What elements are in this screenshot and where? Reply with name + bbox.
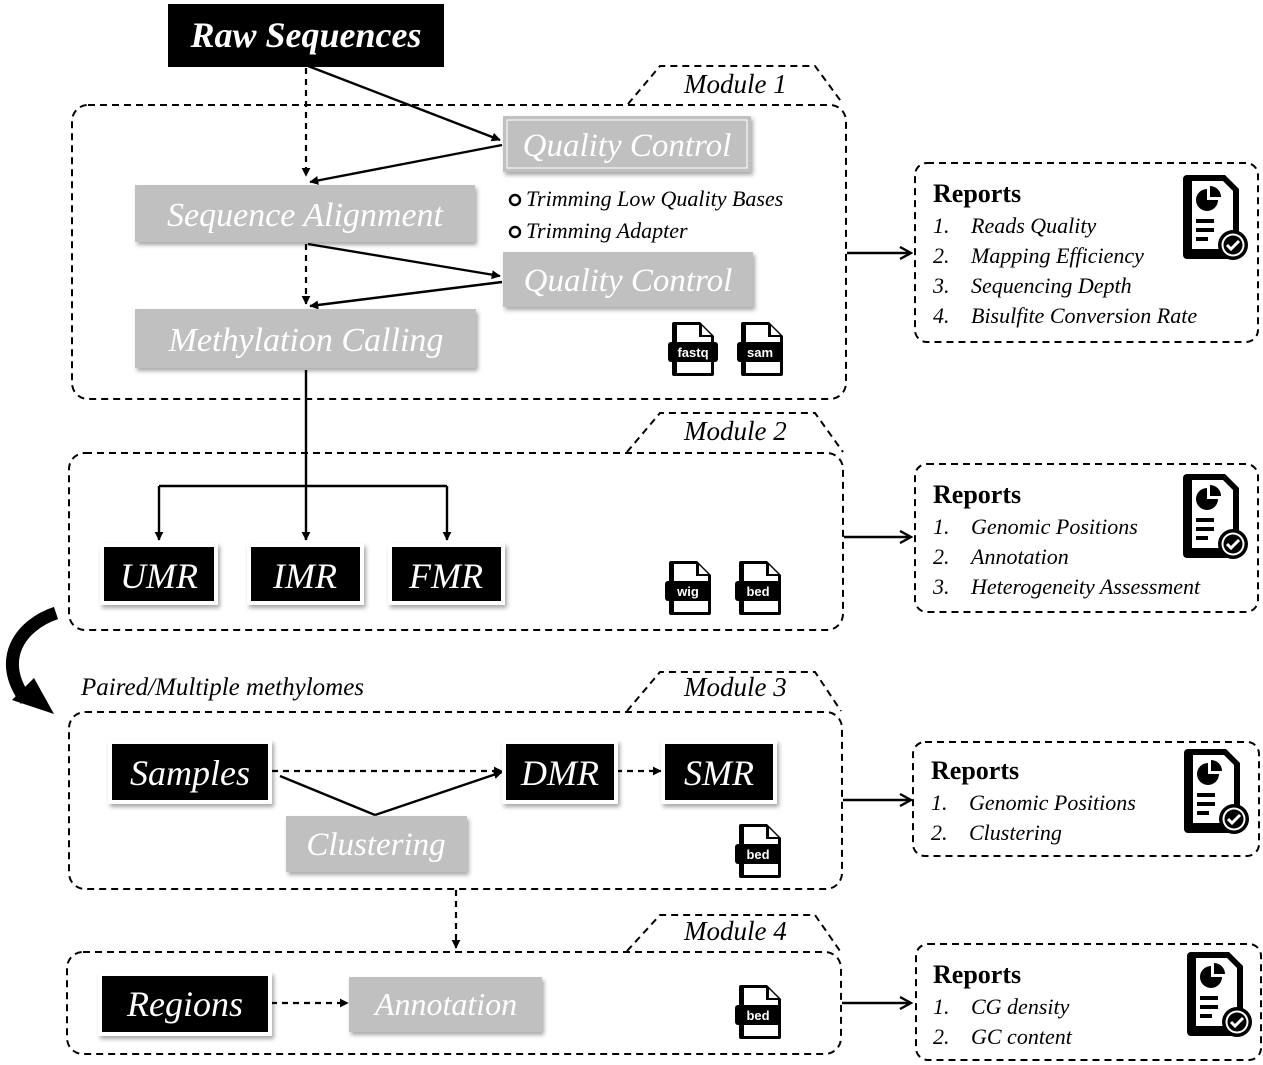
clustering-box: Clustering: [286, 816, 467, 872]
sequence-alignment-label: Sequence Alignment: [167, 197, 445, 234]
module-3-label: Module 3: [683, 672, 787, 702]
dmr-box: DMR: [502, 740, 618, 804]
report-item-text: Mapping Efficiency: [970, 243, 1144, 268]
fastq-file-label: fastq: [677, 345, 708, 360]
module-1-frame: Module 1: [71, 65, 847, 400]
circle-bullet-icon: [508, 225, 522, 239]
report-item-text: GC content: [971, 1024, 1073, 1049]
clustering-label: Clustering: [306, 827, 445, 863]
report-item-text: Genomic Positions: [969, 790, 1136, 815]
sam-file-icon: sam: [737, 322, 783, 376]
module-3-frame: Module 3: [68, 671, 843, 890]
circle-bullet-icon: [508, 193, 522, 207]
raw-sequences-label: Raw Sequences: [189, 15, 421, 55]
regions-label: Regions: [126, 984, 243, 1024]
reports-panel-1: Reports 1. Reads Quality 2. Mapping Effi…: [914, 162, 1259, 343]
report-item-text: Clustering: [969, 820, 1062, 845]
samples-box: Samples: [108, 740, 272, 804]
quality-control-box-2: Quality Control: [503, 252, 753, 307]
reports-panel-4: Reports 1. CG density 2. GC content: [915, 943, 1262, 1061]
report-item-text: Heterogeneity Assessment: [970, 574, 1201, 599]
trimming-notes: Trimming Low Quality Bases Trimming Adap…: [508, 186, 783, 243]
bed-file-label: bed: [746, 1008, 769, 1023]
report-item-text: Genomic Positions: [971, 514, 1138, 539]
module-4-label: Module 4: [683, 916, 787, 946]
reports-panel-2: Reports 1. Genomic Positions 2. Annotati…: [914, 463, 1259, 613]
bed-file-label: bed: [746, 847, 769, 862]
bed-file-icon: bed: [735, 824, 781, 878]
arrow-alignment-to-qc2: [307, 242, 501, 280]
arrow-qc2-to-calling: [309, 280, 503, 310]
quality-control-label-1: Quality Control: [523, 128, 732, 164]
report-chart-check-icon: [1182, 747, 1251, 836]
methylation-calling-label: Methylation Calling: [168, 322, 444, 359]
curved-arrow-module2-to-module3: [5, 606, 59, 714]
trimming-adapter-label: Trimming Adapter: [526, 218, 688, 243]
bed-file-icon: bed: [735, 985, 781, 1039]
report-chart-check-icon: [1181, 472, 1250, 561]
report-item-text: CG density: [971, 994, 1070, 1019]
arrow-clustering-to-dmr: [374, 770, 503, 817]
reports-panel-3: Reports 1. Genomic Positions 2. Clusteri…: [912, 741, 1260, 857]
report-item-number: 1.: [931, 790, 948, 815]
quality-control-label-2: Quality Control: [524, 263, 733, 299]
report-chart-check-icon: [1181, 173, 1250, 262]
report-item-text: Bisulfite Conversion Rate: [971, 303, 1197, 328]
report-item-number: 2.: [933, 243, 950, 268]
annotation-box: Annotation: [349, 977, 542, 1032]
module-2-label: Module 2: [683, 416, 787, 446]
report-item-number: 2.: [931, 820, 948, 845]
arrow-samples-to-clustering: [279, 774, 376, 817]
report-item-number: 1.: [933, 514, 950, 539]
samples-label: Samples: [130, 753, 250, 793]
reports-title: Reports: [931, 756, 1019, 785]
sequence-alignment-box: Sequence Alignment: [135, 185, 475, 242]
report-item-text: Annotation: [969, 544, 1069, 569]
reports-title: Reports: [933, 179, 1021, 208]
report-item-number: 2.: [933, 1024, 950, 1049]
dmr-label: DMR: [520, 753, 599, 793]
report-item-number: 1.: [933, 994, 950, 1019]
report-item-number: 3.: [932, 273, 950, 298]
bed-file-icon: bed: [735, 561, 781, 615]
report-item-number: 4.: [933, 303, 950, 328]
fastq-file-icon: fastq: [668, 322, 718, 376]
module-2-frame: Module 2: [68, 412, 844, 631]
sam-file-label: sam: [747, 345, 773, 360]
paired-methylomes-label: Paired/Multiple methylomes: [80, 674, 364, 701]
trimming-low-quality-label: Trimming Low Quality Bases: [526, 186, 783, 211]
report-item-number: 1.: [933, 213, 950, 238]
bed-file-label: bed: [746, 584, 769, 599]
arrow-qc1-to-alignment: [309, 143, 503, 185]
quality-control-box-1: Quality Control: [503, 116, 751, 172]
fmr-box: FMR: [388, 543, 505, 605]
report-item-number: 2.: [933, 544, 950, 569]
annotation-label: Annotation: [373, 986, 517, 1022]
flow-arrows: [5, 64, 911, 1003]
umr-label: UMR: [120, 556, 198, 596]
raw-sequences-box: Raw Sequences: [168, 4, 444, 67]
module-4-frame: Module 4: [66, 914, 842, 1055]
smr-label: SMR: [684, 753, 754, 793]
fmr-label: FMR: [408, 556, 483, 596]
wig-file-icon: wig: [665, 561, 711, 615]
report-chart-check-icon: [1185, 950, 1254, 1039]
methylation-calling-box: Methylation Calling: [135, 309, 476, 368]
arrow-raw-to-qc1: [307, 64, 501, 142]
report-item-text: Sequencing Depth: [971, 273, 1132, 298]
module-1-label: Module 1: [683, 69, 787, 99]
reports-title: Reports: [933, 480, 1021, 509]
imr-box: IMR: [247, 543, 364, 605]
smr-box: SMR: [661, 740, 777, 804]
wig-file-label: wig: [676, 584, 699, 599]
umr-box: UMR: [100, 543, 218, 605]
report-item-number: 3.: [932, 574, 950, 599]
reports-title: Reports: [933, 960, 1021, 989]
regions-box: Regions: [98, 972, 272, 1036]
imr-label: IMR: [272, 556, 337, 596]
report-item-text: Reads Quality: [970, 213, 1096, 238]
